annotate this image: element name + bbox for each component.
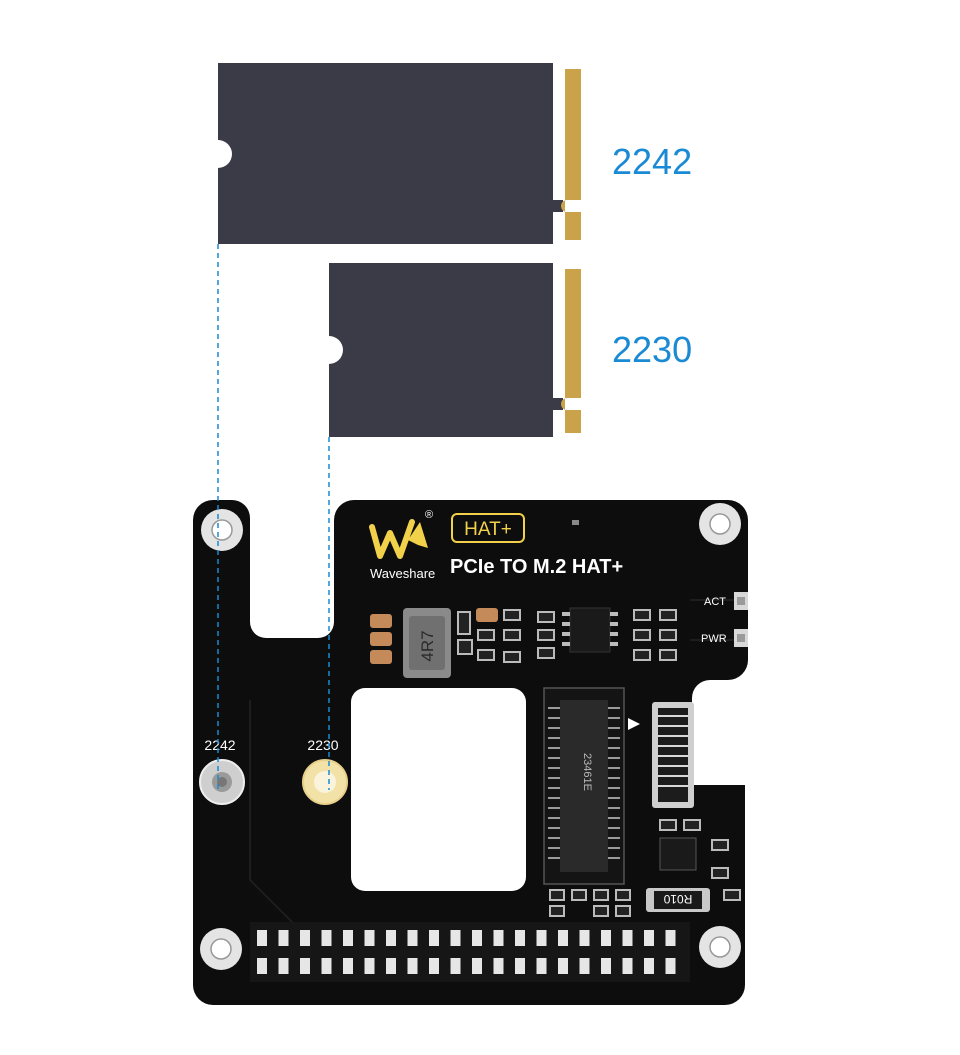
gpio-pin [536,958,547,974]
mounting-hole [200,928,242,970]
mount-label-2230: 2230 [307,737,338,753]
mounting-hole [699,503,741,545]
gpio-pin [601,930,611,946]
gold-contacts [561,269,581,433]
gpio-pin [386,958,396,974]
gpio-pin [579,958,590,974]
size-label-2230: 2230 [612,329,692,370]
ssd-card-2230 [329,263,581,437]
svg-text:R010: R010 [663,892,692,906]
svg-text:4R7: 4R7 [418,630,437,661]
gpio-pin [278,930,289,946]
gpio-pin [364,958,375,974]
gpio-pin [450,930,461,946]
gpio-pin [536,930,547,946]
gpio-pin [321,958,332,974]
gpio-pin [622,930,633,946]
gpio-pin [493,958,504,974]
gpio-pin [386,930,396,946]
brand-name: Waveshare [370,566,435,581]
board-cutout [351,688,526,891]
gpio-pin [429,958,439,974]
gpio-pin [472,958,482,974]
capacitor [476,608,498,622]
pin1-marker-icon [628,718,640,730]
gpio-pin [343,930,353,946]
waveshare-logo-icon [369,519,428,559]
gpio-pin [644,958,654,974]
gpio-pin [407,930,418,946]
hat-badge-frame [451,513,525,543]
gpio-pin [278,958,289,974]
registered-mark: ® [425,509,433,521]
smd-components [549,819,741,917]
gpio-pin [429,930,439,946]
gpio-pin [364,930,375,946]
gpio-pin [601,958,611,974]
shunt-resistor: R010 [646,888,710,912]
gpio-pin [472,930,482,946]
standoff-2230 [302,759,348,805]
gpio-pin [407,958,418,974]
gpio-pin [300,958,310,974]
board-title: PCIe TO M.2 HAT+ [450,556,623,578]
gpio-pin [343,958,353,974]
ssd-card-2242 [218,63,581,244]
led-label-pwr: PWR [701,633,727,645]
gpio-pin [622,958,633,974]
gpio-pin [257,958,267,974]
svg-text:23461E: 23461E [581,753,593,791]
gpio-pin [515,958,525,974]
gpio-pin [321,930,332,946]
capacitor [370,614,392,664]
standoff-2242 [199,759,245,805]
gpio-pin [665,930,676,946]
gpio-pin [665,958,676,974]
gpio-pin [300,930,310,946]
m2-connector: 23461E [543,687,625,885]
mounting-hole [201,509,243,551]
gold-contacts [561,69,581,240]
gpio-pin [450,958,461,974]
gpio-pin [558,958,568,974]
led-label-act: ACT [704,596,726,608]
gpio-header [250,922,690,982]
gpio-pin [558,930,568,946]
inductor: 4R7 [403,608,451,678]
smd-pad [572,520,579,525]
gpio-pin [515,930,525,946]
size-label-2242: 2242 [612,141,692,182]
gpio-pin [644,930,654,946]
ic-chip [562,607,618,653]
smd-components [457,609,677,663]
hat-badge: HAT+ [464,519,512,540]
gpio-pin [257,930,267,946]
mounting-hole [699,926,741,968]
gpio-pin [579,930,590,946]
gpio-pin [493,930,504,946]
mount-label-2242: 2242 [204,737,235,753]
fpc-connector [652,702,694,808]
